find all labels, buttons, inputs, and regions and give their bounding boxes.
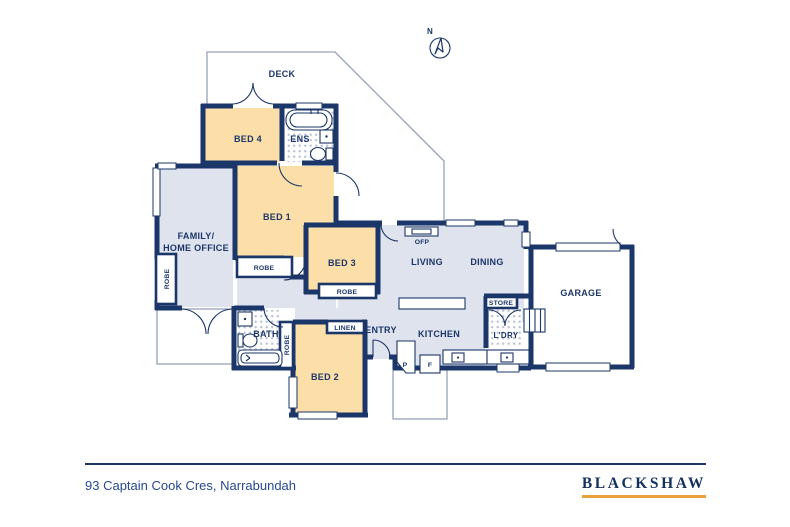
dining-side-window <box>521 231 531 248</box>
label-ldry: L'DRY <box>494 331 519 340</box>
robe-bed1 <box>235 255 294 279</box>
family-window <box>152 167 161 217</box>
bed2-side-window <box>288 376 298 409</box>
robe-bath-side <box>278 320 295 370</box>
label-garage: GARAGE <box>560 288 601 298</box>
family-top-window <box>157 162 177 170</box>
porch-outline <box>392 368 448 420</box>
label-entry: ENTRY <box>365 325 397 335</box>
fireplace <box>404 226 439 237</box>
door-arcs <box>180 82 634 358</box>
brand-logo: BLACKSHAW <box>581 475 706 498</box>
robe-family <box>154 252 178 306</box>
label-linen: LINEN <box>334 325 355 332</box>
laundry-fixtures <box>486 308 546 365</box>
porch-cut <box>366 359 393 368</box>
label-bed2: BED 2 <box>311 372 339 382</box>
north-arrow-icon <box>434 37 444 55</box>
label-bed1: BED 1 <box>263 212 291 222</box>
living-deck-door <box>380 223 399 242</box>
label-ens: ENS <box>290 134 309 144</box>
kitchen-bench <box>442 349 488 365</box>
family-patio-door-right <box>207 308 234 335</box>
fridge-box <box>419 354 441 374</box>
fixtures <box>237 109 546 374</box>
room-bed3 <box>308 227 376 291</box>
footer-divider <box>85 463 706 465</box>
hall-door <box>283 257 307 281</box>
pantry-box <box>396 340 416 374</box>
kitchen-fixtures <box>396 297 488 374</box>
robe-bed3 <box>317 282 378 300</box>
compass-north-label: N <box>427 27 433 36</box>
cupboards <box>154 252 519 370</box>
label-deck: DECK <box>269 69 296 79</box>
patio-outline <box>156 308 235 365</box>
garage-door-top <box>555 242 621 252</box>
label-robe-bed1: ROBE <box>254 265 275 272</box>
label-dining: DINING <box>470 257 503 267</box>
bed4-deck-door-left <box>232 82 254 105</box>
ens-fixtures <box>285 109 334 162</box>
toilet-icon <box>309 146 327 162</box>
label-fridge: F <box>428 362 432 369</box>
entry-door <box>372 339 391 358</box>
label-robe-family: ROBE <box>164 269 171 290</box>
living-window <box>445 219 476 227</box>
bath-door <box>263 307 284 328</box>
garage-door-bottom <box>545 362 611 372</box>
label-robe-bed3: ROBE <box>337 289 358 296</box>
bed1-door <box>335 172 360 197</box>
room-bed4 <box>205 108 280 162</box>
bed4-deck-door-right <box>252 82 274 105</box>
bed2-bottom-window <box>297 411 338 420</box>
label-ofp: OFP <box>415 239 430 246</box>
laundry-door <box>496 363 520 373</box>
toilet-tank-icon <box>325 147 334 161</box>
compass-circle-icon <box>429 37 451 59</box>
bath-toilet-icon <box>242 333 258 348</box>
laundry-door-right <box>504 309 522 327</box>
footer-address: 93 Captain Cook Cres, Narrabundah <box>85 478 297 493</box>
room-bed2 <box>295 324 363 414</box>
store-cupboard <box>484 295 519 310</box>
north-compass: N <box>427 27 451 59</box>
family-patio-door-left <box>180 308 207 335</box>
ens-door <box>278 162 303 187</box>
kitchen-island <box>398 297 466 310</box>
bath-toilet-tank-icon <box>237 333 244 348</box>
label-kitchen: KITCHEN <box>418 329 460 339</box>
ens-window <box>295 102 323 110</box>
windows <box>152 102 621 420</box>
label-bed4: BED 4 <box>234 134 262 144</box>
bath-fixtures <box>237 311 283 367</box>
label-living: LIVING <box>411 257 443 267</box>
room-labels: DECK BED 4 ENS BED 1 FAMILY/ HOME OFFICE… <box>163 69 601 382</box>
label-family-line2: HOME OFFICE <box>163 243 229 253</box>
dining-window <box>503 219 519 227</box>
label-store: STORE <box>489 300 514 307</box>
label-family-line1: FAMILY/ <box>178 231 215 241</box>
room-garage <box>533 249 630 365</box>
linen-cupboard <box>325 319 366 335</box>
label-pantry: P <box>403 362 408 369</box>
label-bath: BATH <box>253 329 279 339</box>
hall-strip <box>295 308 367 322</box>
garage-side-door <box>612 228 634 250</box>
label-bed3: BED 3 <box>328 258 356 268</box>
label-robe-bath: ROBE <box>284 335 291 356</box>
